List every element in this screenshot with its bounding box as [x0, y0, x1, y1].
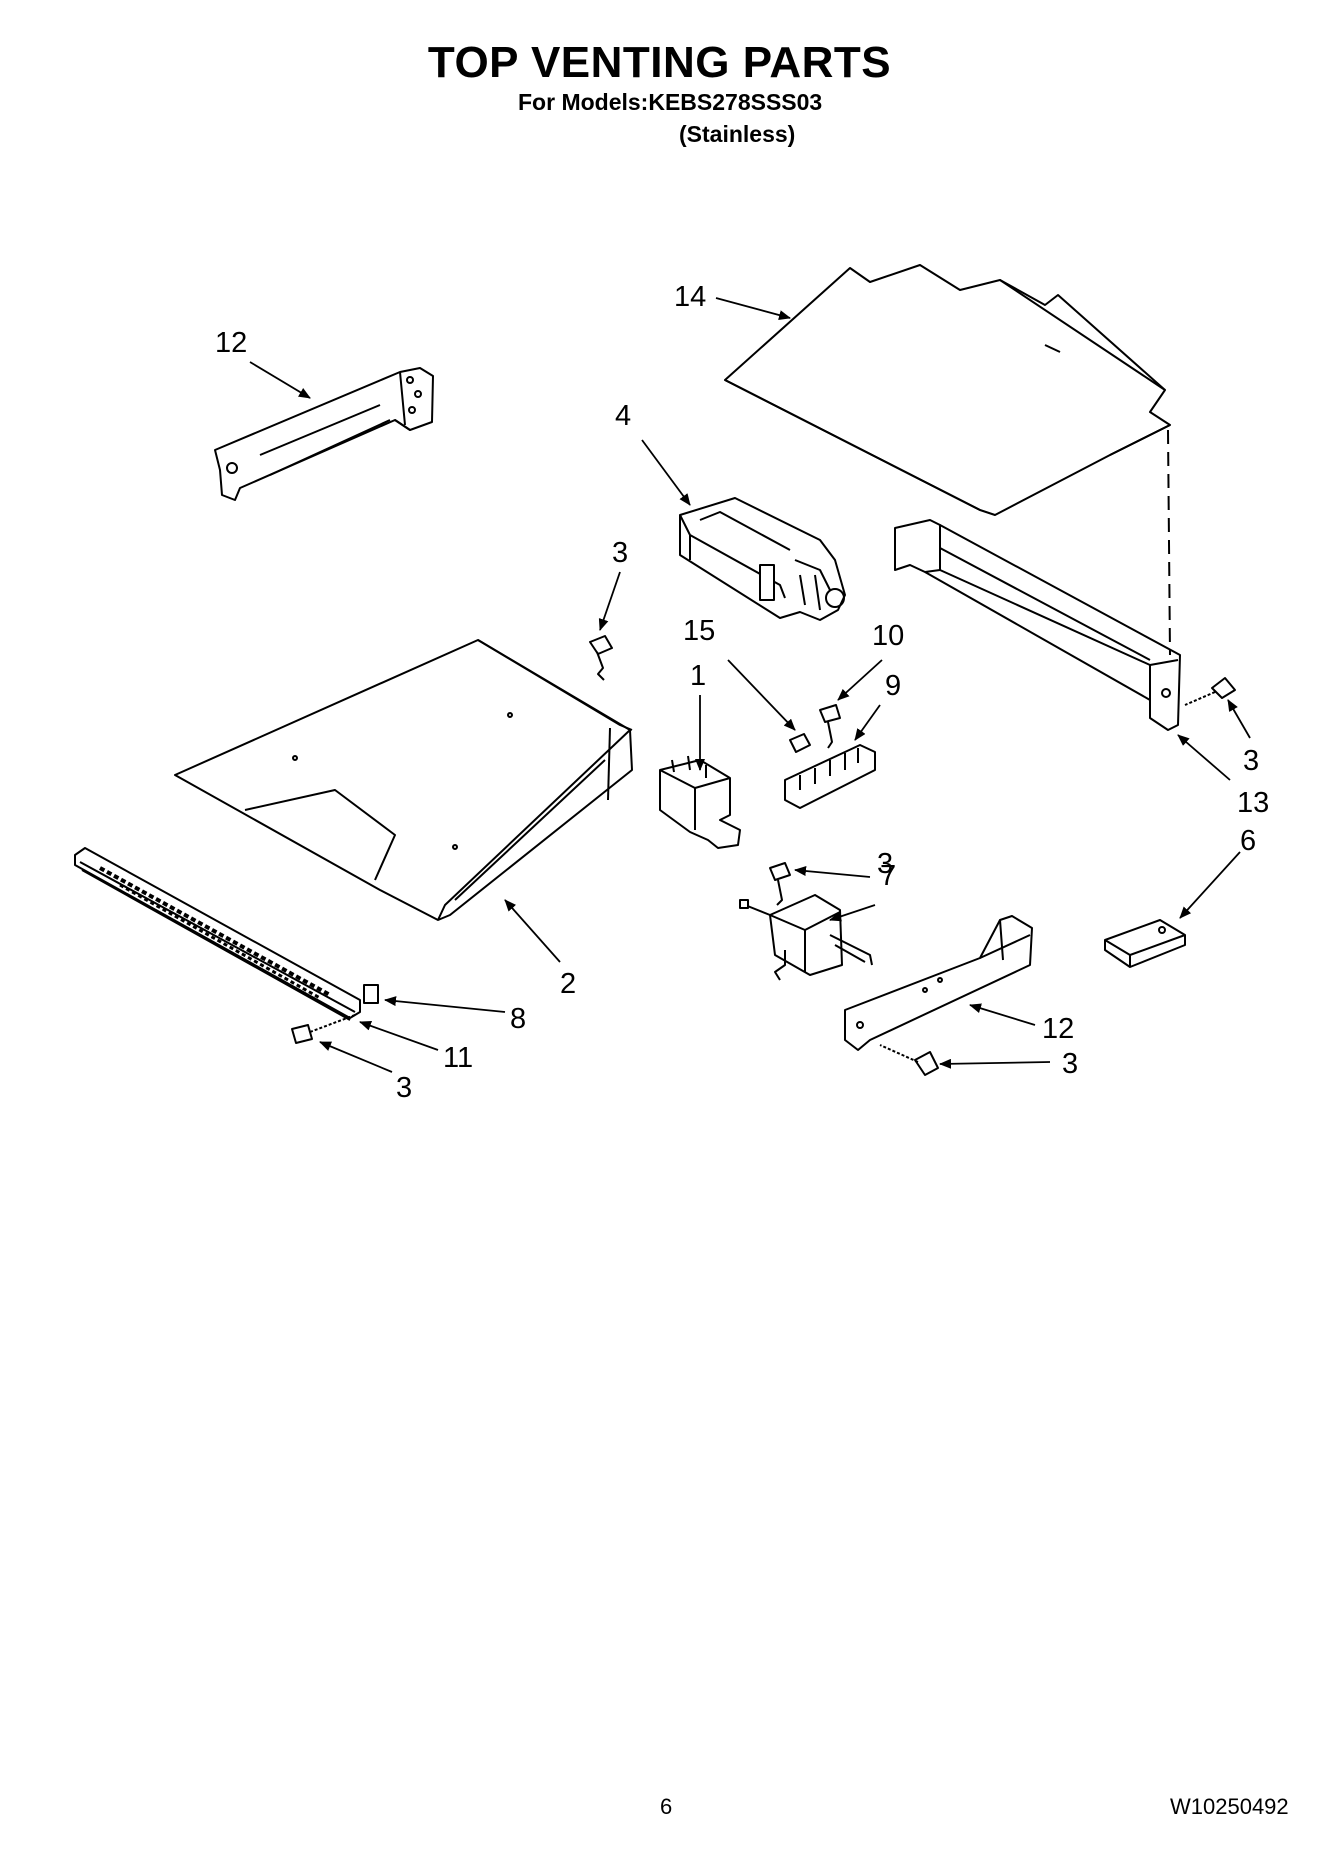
callout-1: 1 [690, 660, 706, 692]
part-3-screw-bracket [879, 1044, 939, 1076]
part-15-nut [789, 733, 811, 753]
part-3-screw-shield [589, 635, 613, 681]
part-4-vent-module [679, 497, 846, 621]
callout-2: 2 [560, 968, 576, 1000]
callout-15: 15 [683, 615, 715, 647]
part-3-screw-right [1184, 677, 1236, 706]
part-6-cover [1104, 919, 1186, 968]
callout-8: 8 [510, 1003, 526, 1035]
callout-12-upper: 12 [215, 327, 247, 359]
callout-12-lower: 12 [1042, 1013, 1074, 1045]
model-number: For Models:KEBS278SSS03 [518, 89, 823, 115]
callout-3-shield: 3 [612, 537, 628, 569]
part-1-relay [659, 755, 741, 849]
callout-3-front: 3 [396, 1072, 412, 1104]
part-7-transformer [739, 894, 873, 981]
callout-11: 11 [443, 1042, 473, 1074]
part-3-screw-transformer [769, 862, 791, 906]
page-number: 6 [660, 1794, 673, 1819]
callout-7: 7 [880, 860, 896, 892]
page-title: TOP VENTING PARTS [427, 38, 892, 87]
callout-9: 9 [885, 670, 901, 702]
part-14-top-vent-panel [724, 264, 1171, 516]
callout-3-right: 3 [1243, 745, 1259, 777]
document-number: W10250492 [1170, 1794, 1289, 1819]
part-3-screw-front [291, 1014, 356, 1044]
callout-13: 13 [1237, 787, 1269, 819]
callout-6: 6 [1240, 825, 1256, 857]
callout-14: 14 [674, 281, 706, 313]
part-2-heat-shield [174, 639, 633, 921]
part-11-front-grille [74, 847, 361, 1021]
part-12-bracket-right [844, 915, 1033, 1051]
part-12-bracket-left [214, 367, 434, 501]
callout-4: 4 [615, 400, 631, 432]
part-10-screw [819, 704, 841, 749]
callout-3-transformer: 3 [877, 848, 893, 880]
part-8-clip [363, 984, 379, 1004]
callout-10: 10 [872, 620, 904, 652]
callout-3-bracket: 3 [1062, 1048, 1078, 1080]
part-13-rear-bracket [894, 429, 1181, 731]
model-finish: (Stainless) [679, 121, 796, 147]
part-9-terminal-block [784, 744, 876, 809]
